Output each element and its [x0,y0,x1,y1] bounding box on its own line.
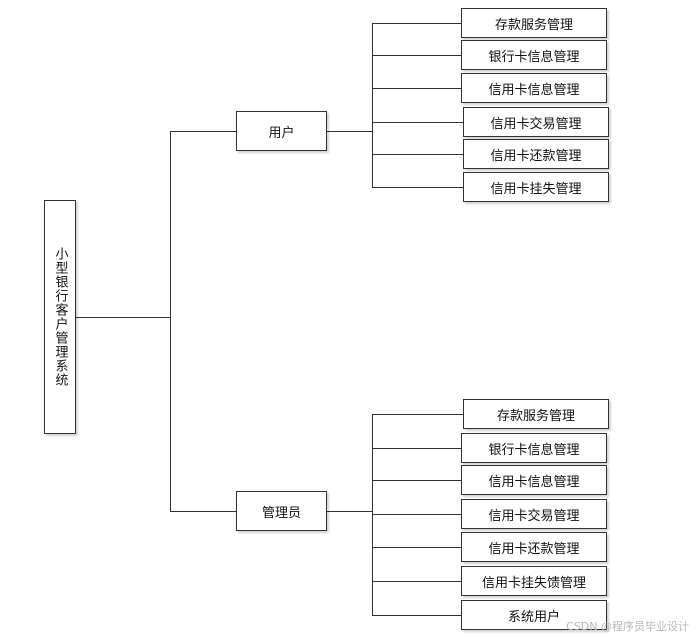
leaf-node: 信用卡交易管理 [463,107,609,137]
branch-node-admin: 管理员 [236,491,327,531]
leaf-node: 信用卡挂失管理 [463,172,609,202]
leaf-node: 存款服务管理 [463,399,609,429]
root-node-system: 小型银行客户管理系统 [44,200,76,434]
leaf-node: 系统用户 [461,600,607,630]
watermark: CSDN @程序员毕业设计 [566,620,689,633]
leaf-node: 银行卡信息管理 [461,40,607,70]
leaf-node: 存款服务管理 [461,8,607,38]
leaf-node: 信用卡还款管理 [463,139,609,169]
leaf-node: 信用卡信息管理 [461,73,607,103]
branch-node-user: 用户 [236,111,327,151]
leaf-node: 信用卡交易管理 [461,499,607,529]
leaf-node: 信用卡还款管理 [461,532,607,562]
leaf-node: 信用卡挂失馈管理 [461,566,607,596]
leaf-node: 信用卡信息管理 [461,465,607,495]
leaf-node: 银行卡信息管理 [461,433,607,463]
